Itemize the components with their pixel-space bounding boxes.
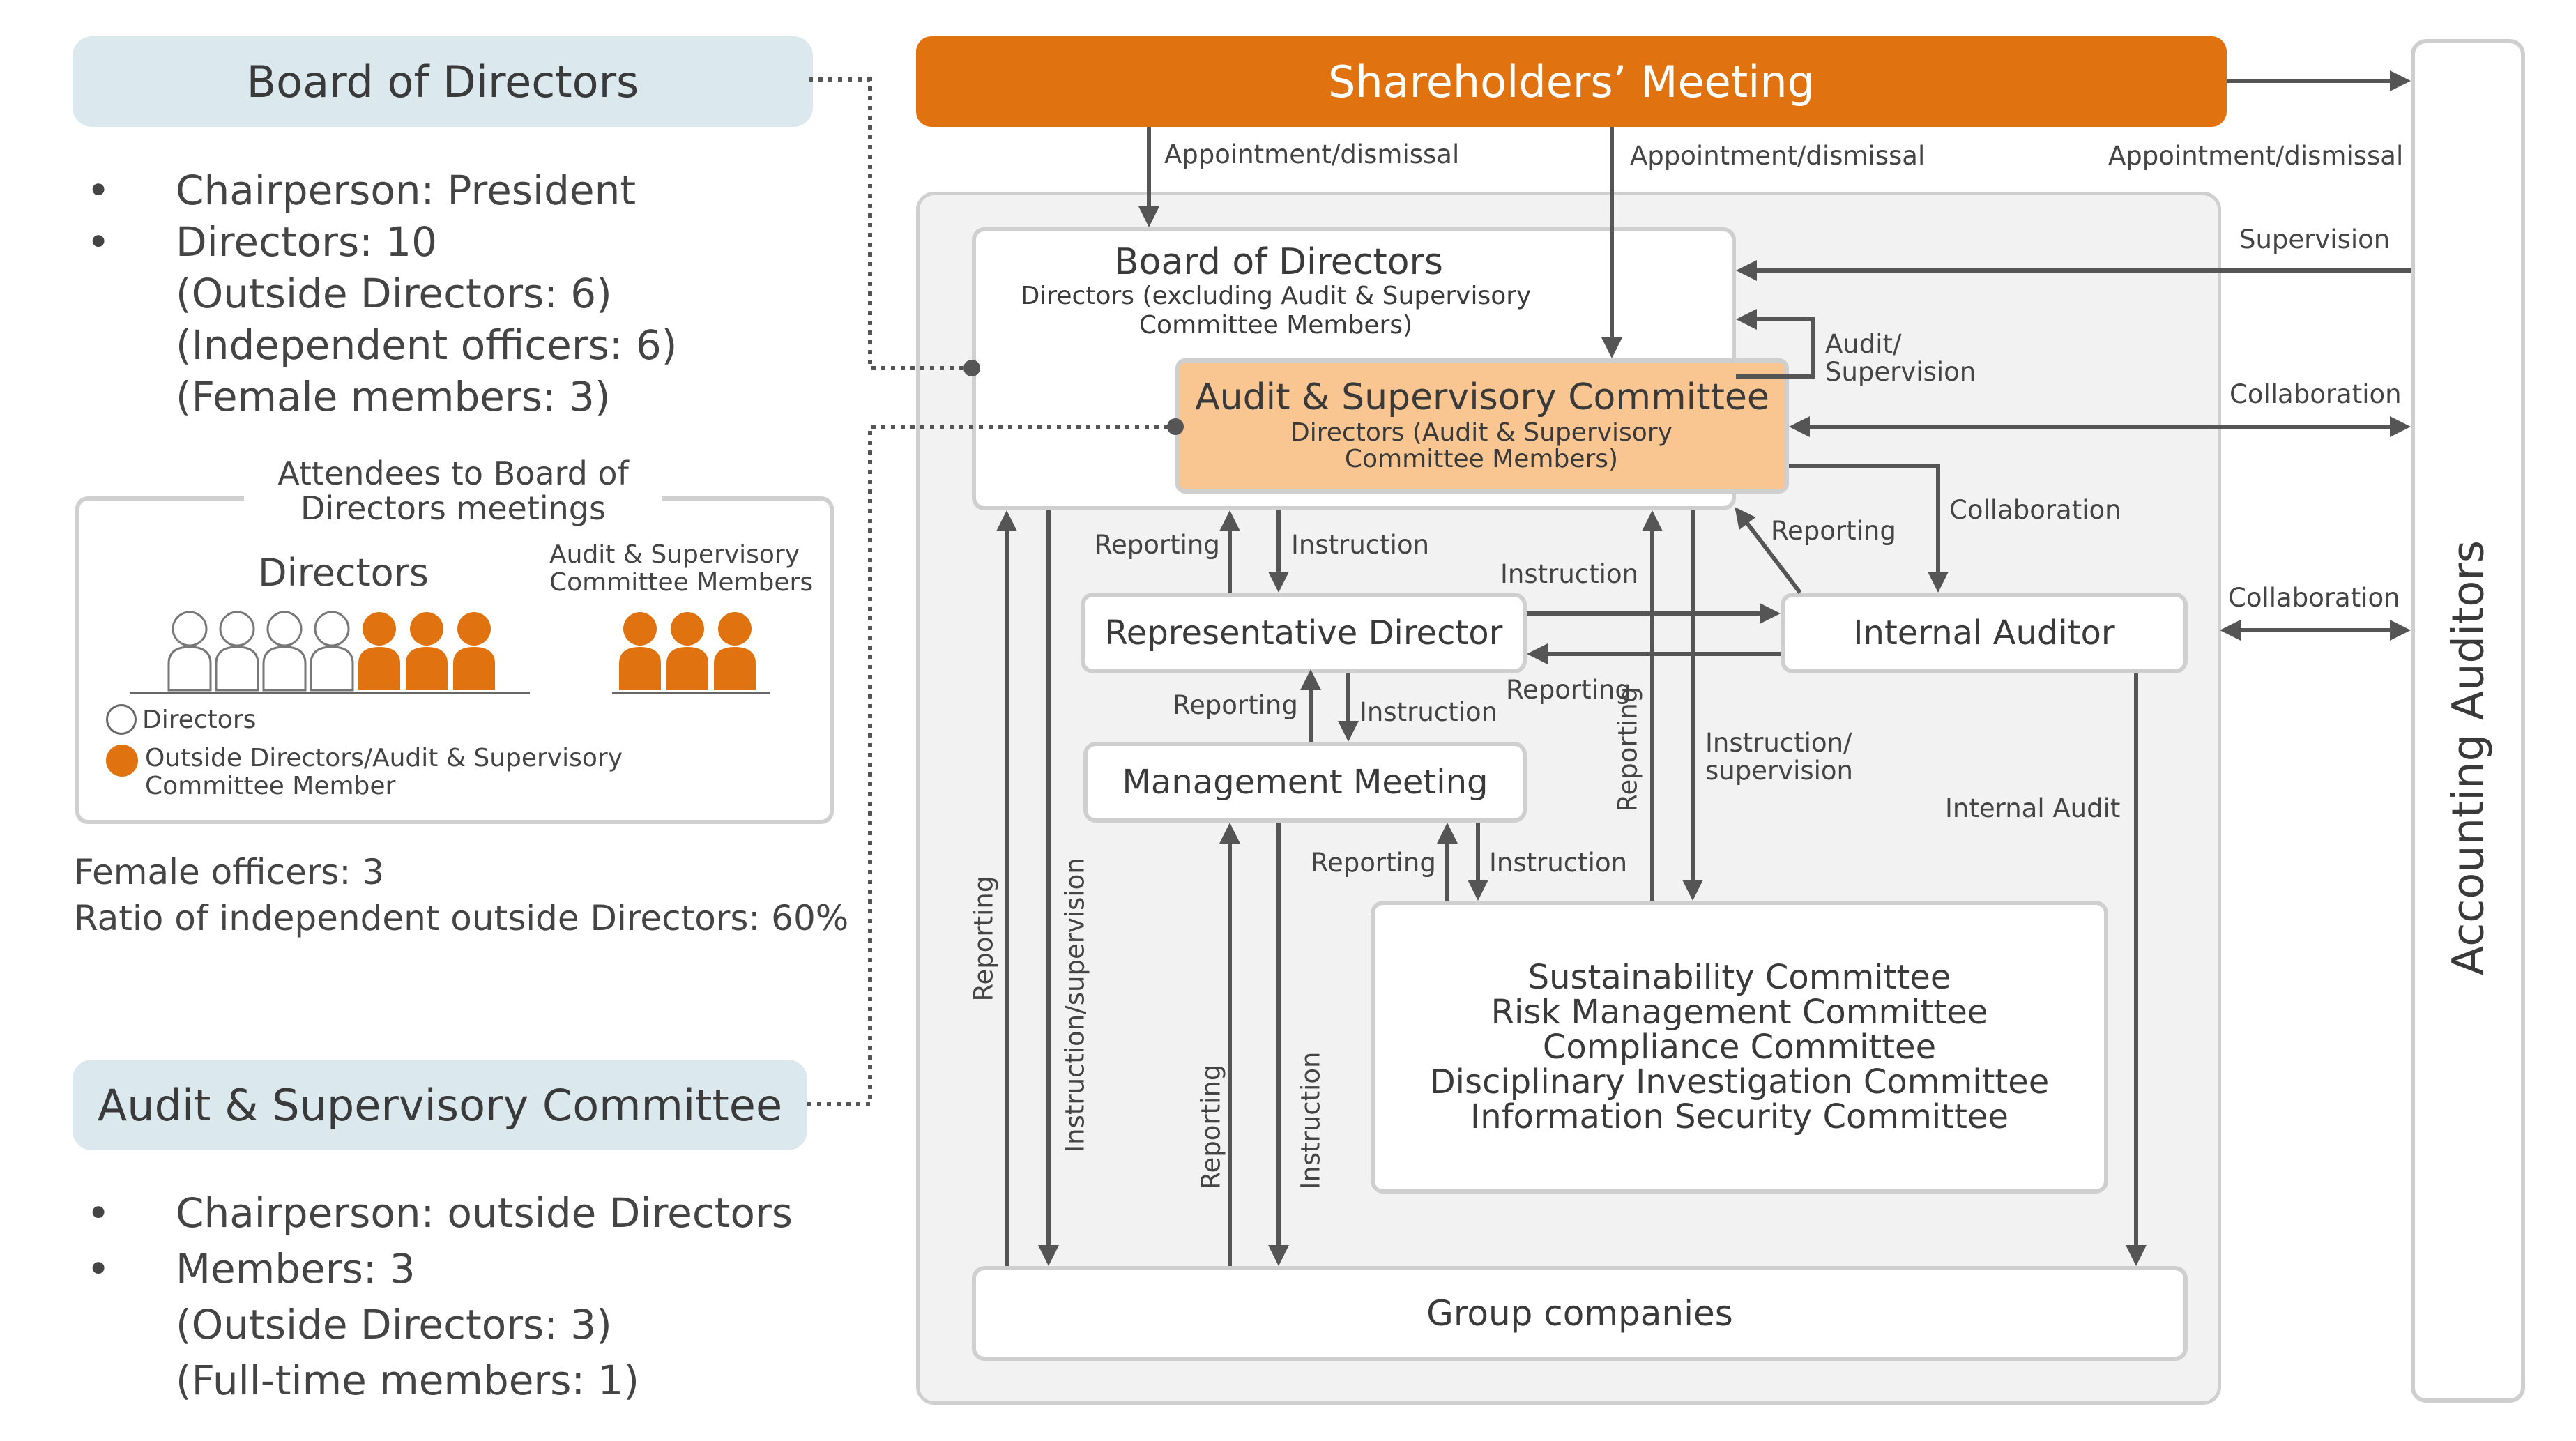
person-director-icon (167, 611, 212, 692)
asc-box-sub: Directors (Audit & Supervisory Committee… (1290, 418, 1672, 473)
asc-box-title: Audit & Supervisory Committee (1195, 376, 1769, 418)
committee-sustainability: Sustainability Committee (1527, 958, 1951, 997)
label-ia-report-board: Reporting (1771, 516, 1896, 546)
label-supervision: Supervision (2239, 224, 2391, 254)
arrow-audit-supervision (1736, 309, 1815, 379)
asc-chair: Chairperson: outside Directors (176, 1189, 793, 1237)
label-rep-report: Reporting (1095, 530, 1220, 560)
label-v-gc-board-report: Reporting (968, 876, 999, 1002)
person-asc-member-icon (666, 612, 708, 690)
label-cm-supervision: Instruction/ supervision (1705, 728, 1854, 786)
board-box-title: Board of Directors (1114, 241, 1443, 283)
bullet: • (86, 1189, 111, 1237)
label-v-cm-board-report: Reporting (1613, 686, 1643, 812)
asc-members-label: Audit & Supervisory Committee Members (549, 540, 814, 597)
board-box-sub: Directors (excluding Audit & Supervisory… (1020, 282, 1532, 340)
group-companies-box: Group companies (972, 1266, 2188, 1361)
label-mm-report: Reporting (1173, 690, 1298, 720)
management-meeting-box: Management Meeting (1083, 742, 1527, 823)
dotted-board-link (809, 77, 972, 370)
legend-outside: Outside Directors/Audit & Supervisory Co… (106, 745, 675, 800)
arrow-ia-report-board (1735, 507, 1802, 594)
label-mm-instruct: Instruction (1359, 697, 1498, 727)
audit-supervisory-committee-box (1175, 358, 1789, 494)
person-outside-director-icon (453, 612, 495, 690)
bullet: • (86, 1245, 111, 1293)
independent-ratio: Ratio of independent outside Directors: … (74, 898, 849, 938)
committee-information-security: Information Security Committee (1470, 1097, 2009, 1136)
person-outside-director-icon (406, 612, 448, 690)
asc-members-count: Members: 3 (176, 1245, 416, 1293)
board-independent-count: (Independent officers: 6) (176, 321, 678, 369)
board-female-count: (Female members: 3) (176, 373, 611, 420)
dot-board-link (963, 360, 980, 376)
bullet: • (86, 167, 111, 214)
board-chair: Chairperson: President (176, 167, 637, 214)
management-meeting-label: Management Meeting (1122, 763, 1488, 802)
legend-outside-text: Outside Directors/Audit & Supervisory Co… (145, 744, 623, 800)
board-details: • Chairperson: President • Directors: 10 (… (82, 165, 677, 422)
label-internal-audit: Internal Audit (1945, 793, 2121, 823)
accounting-auditors-box (2411, 39, 2525, 1403)
representative-director-label: Representative Director (1104, 613, 1503, 653)
label-ia-report: Reporting (1506, 675, 1631, 705)
label-collab-ia-auditors: Collaboration (2228, 583, 2400, 613)
committee-risk-management: Risk Management Committee (1491, 993, 1988, 1032)
dot-asc-link (1167, 418, 1184, 435)
board-header: Board of Directors (73, 36, 813, 127)
person-outside-director-icon (358, 612, 400, 690)
label-appoint-3: Appointment/dismissal (2108, 141, 2404, 171)
legend-circle-plain-icon (106, 704, 137, 735)
label-appoint-1: Appointment/dismissal (1164, 139, 1460, 169)
asc-outside-count: (Outside Directors: 3) (176, 1301, 612, 1348)
label-collab-auditors: Collaboration (2230, 379, 2402, 409)
attendees-title: Attendees to Board of Directors meetings (244, 456, 662, 526)
legend-directors-text: Directors (142, 705, 257, 734)
directors-label: Directors (258, 551, 429, 595)
label-cm-report: Reporting (1311, 848, 1436, 878)
label-audit-supervision: Audit/ Supervision (1825, 329, 1976, 387)
label-rep-instruct: Instruction (1291, 530, 1430, 560)
female-officers: Female officers: 3 (74, 852, 385, 892)
group-companies-label: Group companies (1426, 1293, 1733, 1334)
asc-fulltime-count: (Full-time members: 1) (176, 1357, 639, 1404)
label-appoint-2: Appointment/dismissal (1630, 141, 1926, 171)
representative-director-box: Representative Director (1081, 593, 1527, 673)
person-director-icon (310, 611, 354, 692)
label-cm-instruct: Instruction (1489, 848, 1628, 878)
person-asc-member-icon (714, 612, 756, 690)
asc-details: • Chairperson: outside Directors • Members… (82, 1185, 793, 1408)
legend-directors: Directors (106, 704, 256, 735)
label-v-mm-gc-instruct: Instruction (1295, 1051, 1326, 1190)
label-ia-instruct: Instruction (1500, 559, 1639, 589)
label-v-gc-mm-report: Reporting (1196, 1064, 1226, 1190)
board-directors-count: Directors: 10 (176, 218, 437, 266)
legend-circle-filled-icon (106, 745, 138, 777)
committee-disciplinary: Disciplinary Investigation Committee (1429, 1062, 2050, 1101)
committees-box: Sustainability Committee Risk Management… (1371, 901, 2108, 1194)
committee-compliance: Compliance Committee (1542, 1028, 1937, 1067)
internal-auditor-label: Internal Auditor (1853, 613, 2115, 653)
arrow-collab-ia (1789, 464, 1949, 593)
label-v-board-gc-instruct: Instruction/supervision (1060, 857, 1090, 1152)
dotted-asc-link (807, 425, 1175, 1106)
internal-auditor-box: Internal Auditor (1781, 593, 2188, 673)
board-outside-count: (Outside Directors: 6) (176, 270, 612, 317)
person-director-icon (215, 611, 259, 692)
bullet: • (86, 218, 111, 266)
asc-header: Audit & Supervisory Committee (73, 1060, 807, 1150)
shareholders-meeting: Shareholders’ Meeting (916, 36, 2227, 127)
person-asc-member-icon (619, 612, 661, 690)
label-collab-ia: Collaboration (1949, 495, 2121, 525)
person-director-icon (262, 611, 307, 692)
